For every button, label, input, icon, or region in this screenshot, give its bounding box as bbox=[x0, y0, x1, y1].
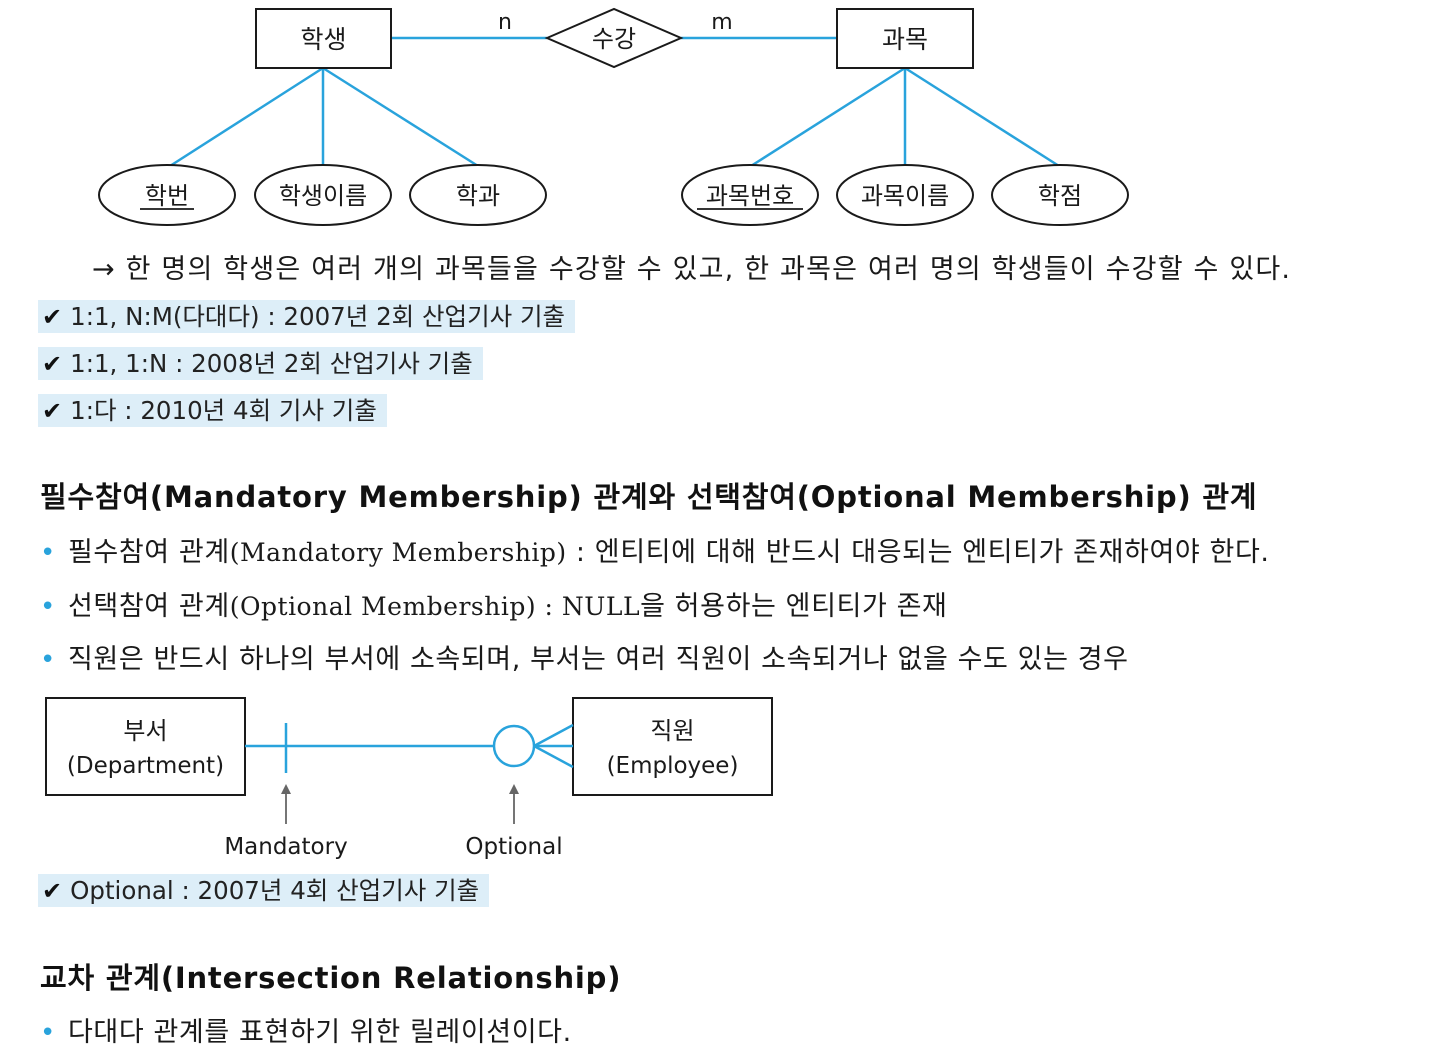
section-heading-membership: 필수참여(Mandatory Membership) 관계와 선택참여(Opti… bbox=[40, 480, 1258, 514]
bullet-text-latin: (Optional Membership) : NULL bbox=[229, 592, 641, 621]
bullet-icon: • bbox=[40, 592, 56, 622]
entity-student: 학생 bbox=[255, 8, 392, 69]
entity-employee-kr: 직원 bbox=[650, 717, 694, 745]
check-icon: ✔ bbox=[42, 303, 63, 331]
er-description: → 한 명의 학생은 여러 개의 과목들을 수강할 수 있고, 한 과목은 여러… bbox=[92, 254, 1292, 285]
bullet-icon: • bbox=[40, 538, 56, 568]
er-attr-line bbox=[169, 66, 324, 168]
attr-student-id-label: 학번 bbox=[145, 182, 189, 210]
entity-employee-box bbox=[572, 697, 773, 796]
list-item: • 직원은 반드시 하나의 부서에 소속되며, 부서는 여러 직원이 소속되거나 … bbox=[40, 637, 1129, 676]
er-attr-line bbox=[322, 66, 479, 168]
bullet-text-pre: 직원은 반드시 하나의 부서에 소속되며, 부서는 여러 직원이 소속되거나 없… bbox=[67, 644, 1129, 675]
exam-note-text: 1:1, 1:N : 2008년 2회 산업기사 기출 bbox=[70, 349, 473, 378]
er-attr-line bbox=[904, 66, 1060, 168]
list-item: • 필수참여 관계(Mandatory Membership) : 엔티티에 대해… bbox=[40, 530, 1270, 569]
er-diagram: 학생 과목 수강 n m 학번 학생이름 학과 과목번호 과목이름 학점 bbox=[98, 7, 1129, 226]
bullet-text-post: 을 허용하는 엔티티가 존재 bbox=[640, 591, 948, 622]
attr-department-label: 학과 bbox=[456, 182, 500, 210]
list-item: • 다대다 관계를 표현하기 위한 릴레이션이다. bbox=[40, 1010, 572, 1049]
er-attr-line bbox=[750, 66, 906, 168]
check-icon: ✔ bbox=[42, 350, 63, 378]
entity-course-label: 과목 bbox=[882, 25, 928, 54]
entity-employee-en: (Employee) bbox=[607, 753, 739, 779]
exam-note-text: Optional : 2007년 4회 산업기사 기출 bbox=[70, 876, 480, 905]
optional-circle-icon bbox=[492, 724, 536, 768]
crows-foot-icon bbox=[533, 723, 574, 769]
optional-label: Optional bbox=[465, 834, 562, 860]
exam-note: ✔1:다 : 2010년 4회 기사 기출 bbox=[38, 394, 387, 427]
bullet-text-pre: 선택참여 관계 bbox=[67, 591, 230, 622]
mandatory-label: Mandatory bbox=[224, 834, 347, 860]
list-item: • 선택참여 관계(Optional Membership) : NULL을 허용… bbox=[40, 584, 947, 623]
relationship-enroll: 수강 bbox=[544, 7, 684, 69]
section-heading-intersection: 교차 관계(Intersection Relationship) bbox=[40, 961, 622, 995]
bullet-text: 다대다 관계를 표현하기 위한 릴레이션이다. bbox=[67, 1017, 572, 1048]
attr-course-name-label: 과목이름 bbox=[861, 182, 949, 210]
entity-department-en: (Department) bbox=[67, 753, 224, 779]
attr-course-name: 과목이름 bbox=[836, 164, 974, 226]
arrow-up-icon bbox=[509, 784, 519, 824]
exam-note: ✔1:1, N:M(다대다) : 2007년 2회 산업기사 기출 bbox=[38, 300, 576, 333]
attr-student-name: 학생이름 bbox=[254, 164, 392, 226]
relationship-label: 수강 bbox=[592, 25, 636, 53]
entity-course: 과목 bbox=[836, 8, 974, 69]
bullet-icon: • bbox=[40, 645, 56, 675]
attr-credit-label: 학점 bbox=[1038, 182, 1082, 210]
exam-note-text: 1:1, N:M(다대다) : 2007년 2회 산업기사 기출 bbox=[70, 302, 566, 331]
cardinality-m: m bbox=[711, 10, 732, 35]
bullet-text-post: : 엔티티에 대해 반드시 대응되는 엔티티가 존재하여야 한다. bbox=[566, 537, 1270, 568]
bullet-text-pre: 필수참여 관계 bbox=[67, 537, 230, 568]
check-icon: ✔ bbox=[42, 877, 63, 905]
cardinality-n: n bbox=[498, 10, 512, 35]
exam-note: ✔Optional : 2007년 4회 산업기사 기출 bbox=[38, 874, 490, 907]
attr-credit: 학점 bbox=[991, 164, 1129, 226]
entity-department-box bbox=[45, 697, 246, 796]
exam-note: ✔1:1, 1:N : 2008년 2회 산업기사 기출 bbox=[38, 347, 483, 380]
attr-course-id-label: 과목번호 bbox=[706, 182, 794, 210]
attr-student-name-label: 학생이름 bbox=[279, 182, 367, 210]
attr-department: 학과 bbox=[409, 164, 547, 226]
entity-student-label: 학생 bbox=[300, 25, 346, 54]
exam-note-text: 1:다 : 2010년 4회 기사 기출 bbox=[70, 396, 377, 425]
membership-diagram: 부서 (Department) 직원 (Employee) Mandatory … bbox=[45, 697, 773, 860]
bullet-icon: • bbox=[40, 1018, 56, 1048]
bullet-text-latin: (Mandatory Membership) bbox=[229, 538, 567, 567]
attr-student-id: 학번 bbox=[98, 164, 236, 226]
attr-course-id: 과목번호 bbox=[681, 164, 819, 226]
check-icon: ✔ bbox=[42, 397, 63, 425]
arrow-up-icon bbox=[281, 784, 291, 824]
entity-department-kr: 부서 bbox=[123, 717, 167, 745]
